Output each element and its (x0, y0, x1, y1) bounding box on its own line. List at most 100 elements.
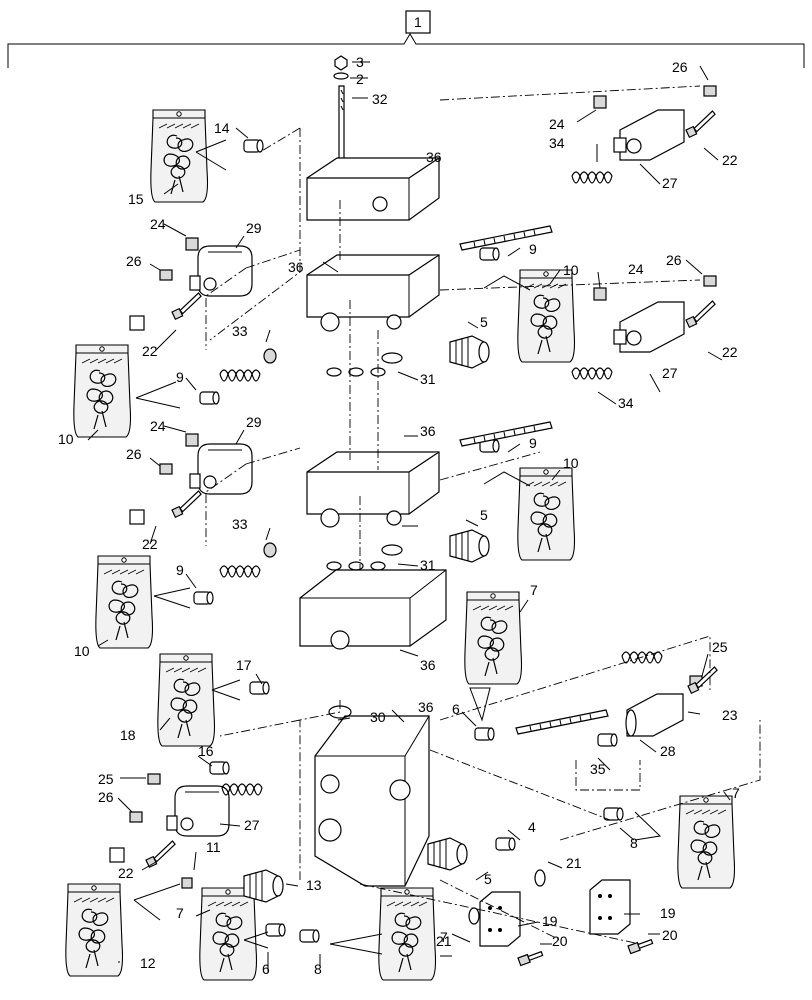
centerline-14 (209, 127, 301, 341)
callout-21a: 21 (566, 855, 582, 871)
callout-16: 16 (198, 743, 214, 759)
callout-26e: 26 (98, 789, 114, 805)
callout-10d: 10 (74, 643, 90, 659)
screw-22b (682, 300, 720, 328)
callout-27b: 27 (662, 365, 678, 381)
cap-24c (593, 287, 607, 301)
seal-33b (263, 542, 277, 558)
upper-block-port (320, 312, 340, 332)
check-valve-9d (193, 591, 214, 605)
assembly-bracket (7, 33, 805, 68)
callout-12: 12 (140, 955, 156, 971)
callout-6a: 6 (452, 701, 460, 717)
callout-29b: 29 (246, 414, 262, 430)
screw-20a (517, 950, 544, 967)
screw-22d (168, 490, 206, 518)
callout-36c: 36 (420, 423, 436, 439)
centerline-bottom (359, 720, 761, 945)
cap-26d (159, 463, 173, 475)
cap-26a (703, 85, 717, 97)
spring-34a (571, 171, 613, 184)
callout-26d: 26 (126, 446, 142, 462)
o-ring-stack-4 (326, 561, 342, 571)
solenoid-27c (166, 785, 230, 837)
callout-26c: 26 (666, 252, 682, 268)
cover-plate-19a (479, 891, 521, 947)
leader-group-8b (329, 933, 383, 955)
callout-24a: 24 (549, 116, 565, 132)
o-ring-31a (381, 352, 403, 364)
upper-block-port-2 (386, 314, 402, 330)
callout-30: 30 (370, 709, 386, 725)
fitting-6b (265, 923, 286, 937)
centerline-right-upper (439, 85, 701, 481)
callout-7d: 7 (440, 929, 448, 945)
nut-22c (129, 315, 145, 331)
inlet-body-block (314, 715, 430, 887)
callout-19b: 19 (660, 905, 676, 921)
callout-21b: 21 (436, 933, 452, 949)
callout-27a: 27 (662, 175, 678, 191)
inlet-port-1 (320, 774, 340, 794)
callout-20a: 20 (552, 933, 568, 949)
callout-29a: 29 (246, 220, 262, 236)
callout-19a: 19 (542, 913, 558, 929)
callout-6b: 6 (262, 961, 270, 977)
callout-33a: 33 (232, 323, 248, 339)
leader-group-9d (153, 587, 191, 609)
leader-group-6a (469, 687, 491, 722)
spool-upper (459, 225, 553, 251)
callout-24c: 24 (628, 261, 644, 277)
seal-kit-7b (677, 795, 736, 889)
callout-25a: 25 (712, 639, 728, 655)
o-ring-21b (468, 907, 480, 925)
relief-valve-5a (449, 335, 490, 369)
plug-13 (243, 869, 284, 903)
assembly-label-box (405, 10, 431, 34)
callout-22d: 22 (142, 536, 158, 552)
solenoid-27b (613, 301, 685, 353)
screw-22c (168, 292, 206, 320)
section-block-middle (306, 451, 440, 515)
spring-34b (571, 367, 613, 380)
relief-valve-5b (449, 529, 490, 563)
seal-kit-7a (464, 591, 523, 685)
fitting-6a (474, 727, 495, 741)
middle-block-port-2 (386, 510, 402, 526)
callout-24b: 24 (150, 216, 166, 232)
callout-7b: 7 (732, 785, 740, 801)
callout-34b: 34 (618, 395, 634, 411)
cap-24a (593, 95, 607, 109)
check-valve-9a (199, 391, 220, 405)
centerline-lower-left (219, 700, 341, 880)
callout-4: 4 (528, 819, 536, 835)
spring-left-a (219, 369, 261, 382)
leader-group-9a (135, 381, 181, 409)
callout-35: 35 (590, 761, 606, 777)
callout-31a: 31 (420, 371, 436, 387)
centerline-right-lower (439, 635, 711, 791)
screw-22a (682, 110, 720, 138)
callout-10c: 10 (563, 455, 579, 471)
leader-group-14 (195, 139, 227, 171)
centerline-stack (339, 200, 379, 570)
spring-16 (221, 783, 263, 796)
leader-group-9c (483, 471, 531, 487)
callout-leaders-lower (97, 443, 709, 731)
callout-17: 17 (236, 657, 252, 673)
cap-24d (185, 433, 199, 447)
lower-block-port (330, 630, 350, 650)
o-ring-stack-5 (348, 561, 364, 571)
cover-plate-19b (589, 879, 631, 935)
callout-5c: 5 (484, 871, 492, 887)
callout-32: 32 (372, 91, 388, 107)
o-ring-stack-6 (370, 561, 386, 571)
seal-33a (263, 348, 277, 364)
tie-rod-thread (340, 89, 344, 111)
callout-27c: 27 (244, 817, 260, 833)
callout-10b: 10 (563, 262, 579, 278)
callout-22c: 22 (722, 344, 738, 360)
callout-5b: 5 (480, 507, 488, 523)
callout-10a: 10 (58, 431, 74, 447)
